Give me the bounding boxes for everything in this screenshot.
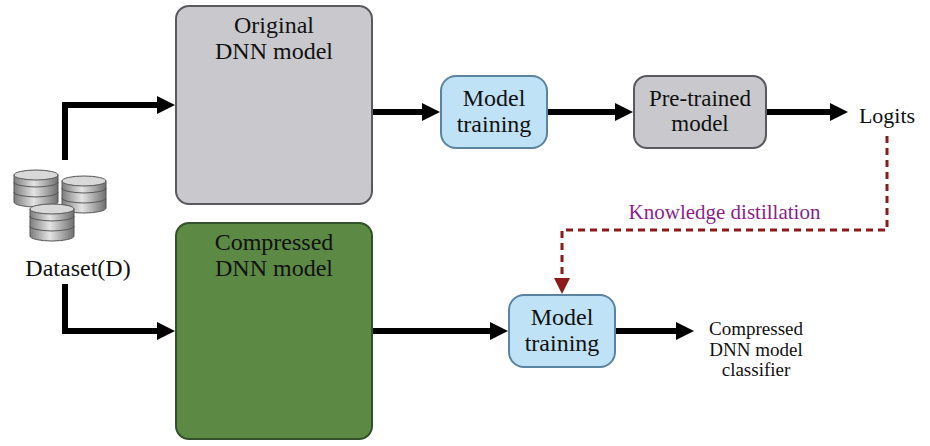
node-text: Compressed DNN model classifier <box>701 319 811 381</box>
classifier-label: Compressed DNN model classifier <box>694 312 818 388</box>
training-box: Model training <box>440 75 548 149</box>
edge-label: Knowledge distillation <box>626 200 824 225</box>
student-model-box: Compressed DNN model <box>175 222 373 440</box>
node-text: Compressed DNN model <box>209 230 339 282</box>
node-text: Model training <box>448 86 540 138</box>
dataset-label: Dataset(D) <box>6 160 150 284</box>
logits-label: Logits <box>848 98 926 134</box>
node-text: Model training <box>516 305 608 357</box>
pretrained-box: Pre-trained model <box>633 75 767 149</box>
flow-arrow <box>65 284 157 331</box>
distillation-arrow <box>562 136 887 278</box>
training-box: Model training <box>508 294 616 368</box>
flow-arrow <box>373 328 490 334</box>
database-icon <box>14 170 106 241</box>
node-text: Logits <box>859 104 915 128</box>
flow-arrow <box>767 109 830 115</box>
flow-arrow <box>65 105 157 160</box>
teacher-model-box: Original DNN model <box>175 5 373 205</box>
node-text: Dataset(D) <box>25 256 130 282</box>
database-cylinder <box>14 170 58 207</box>
node-text: Original DNN model <box>209 13 339 65</box>
flow-arrow <box>373 109 422 115</box>
flow-arrow <box>548 109 615 115</box>
flow-arrow <box>616 328 676 334</box>
node-text: Pre-trained model <box>641 87 759 137</box>
database-cylinder <box>30 204 74 241</box>
